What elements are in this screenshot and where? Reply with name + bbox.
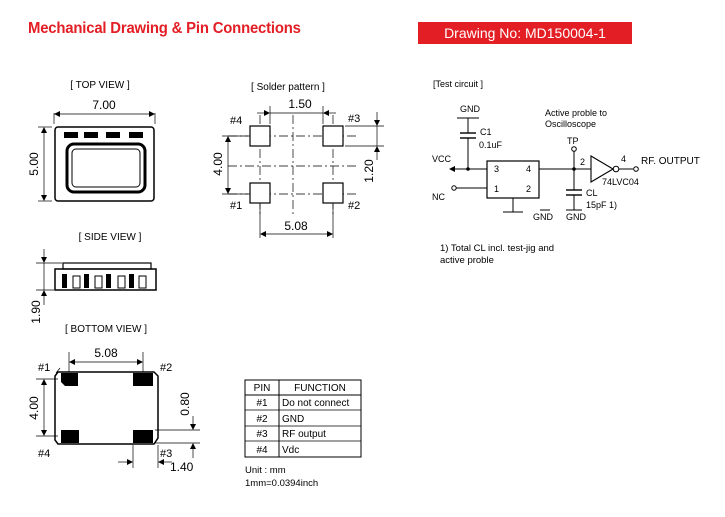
- c1-label: C1: [480, 127, 492, 137]
- ic-pin-3: 3: [494, 164, 499, 174]
- solder-pad-1: [249, 182, 271, 204]
- table-cell-function: Vdc: [282, 445, 299, 456]
- bottom-view-label: [ BOTTOM VIEW ]: [65, 324, 147, 335]
- top-view-window: [65, 142, 147, 194]
- solder-pad-height-dim: 1.20: [362, 159, 376, 183]
- gate-pin-2: 2: [580, 157, 585, 167]
- bottom-pad-dim: 0.80: [178, 392, 192, 416]
- side-view: [ SIDE VIEW ] 1.90: [29, 232, 157, 324]
- bottom-view-package: [54, 371, 159, 445]
- cl-value: 15pF 1): [586, 200, 617, 210]
- top-view-package: [54, 126, 155, 202]
- solder-pad-3: [322, 125, 344, 147]
- ic-pin-2: 2: [526, 184, 531, 194]
- solder-pin-2: #2: [348, 200, 360, 212]
- bottom-height-dim: 4.00: [27, 396, 41, 420]
- pin-function-table: PIN FUNCTION #1 Do not connect #2 GND #3…: [244, 379, 362, 458]
- table-cell-function: RF output: [282, 429, 326, 440]
- table-cell-function: Do not connect: [282, 398, 349, 409]
- bottom-pin-3: #3: [160, 448, 172, 460]
- table-cell-pin: #4: [256, 445, 268, 456]
- top-height-dim: 5.00: [27, 152, 41, 176]
- rf-output-label: RF. OUTPUT: [641, 156, 700, 167]
- vcc-label: VCC: [432, 154, 452, 164]
- bottom-view: [ BOTTOM VIEW ] 5.08 #1 #2 #4 #3 4.00 0.…: [27, 324, 200, 474]
- note-line-2: active proble: [440, 255, 494, 266]
- gnd-ic-label: GND: [533, 212, 554, 222]
- solder-pad-4: [249, 125, 271, 147]
- gate-part-label: 74LVC04: [602, 177, 639, 187]
- solder-width-dim: 5.08: [284, 219, 308, 233]
- table-header-pin: PIN: [254, 383, 271, 394]
- ic-pin-4: 4: [526, 164, 531, 174]
- test-circuit-label: [Test circuit ]: [433, 79, 483, 89]
- gate-pin-4: 4: [621, 154, 626, 164]
- solder-pin-4: #4: [230, 115, 242, 127]
- solder-height-dim: 4.00: [211, 152, 225, 176]
- page-title: Mechanical Drawing & Pin Connections: [28, 20, 301, 37]
- table-header-function: FUNCTION: [294, 383, 346, 394]
- solder-pad-2: [322, 182, 344, 204]
- top-view-pads: [64, 132, 143, 138]
- tp-label: TP: [567, 136, 579, 146]
- test-circuit: [Test circuit ] GND C1 0.1uF VCC NC 3 4 …: [432, 79, 700, 266]
- unit-note: Unit : mm: [245, 465, 286, 476]
- solder-pattern: [ Solder pattern ] #4 #3 #1 #2 1.50 4.00: [211, 82, 384, 238]
- table-cell-function: GND: [282, 414, 304, 425]
- bottom-pin-2: #2: [160, 362, 172, 374]
- unit-conversion: 1mm=0.0394inch: [245, 478, 318, 489]
- side-height-dim: 1.90: [29, 300, 43, 324]
- probe-label-2: Oscilloscope: [545, 119, 596, 129]
- gnd-cl-label: GND: [566, 212, 587, 222]
- c1-value: 0.1uF: [479, 140, 503, 150]
- top-width-dim: 7.00: [92, 98, 116, 112]
- drawing-number-badge: Drawing No: MD150004-1: [418, 22, 632, 44]
- side-view-label: [ SIDE VIEW ]: [79, 232, 142, 243]
- solder-pin-3: #3: [348, 113, 360, 125]
- solder-pitch-dim: 1.50: [288, 97, 312, 111]
- top-view-label: [ TOP VIEW ]: [70, 80, 130, 91]
- bottom-pin-4: #4: [38, 448, 50, 460]
- top-view: [ TOP VIEW ] 7.00 5.00: [27, 80, 156, 202]
- bottom-offset-dim: 1.40: [170, 460, 194, 474]
- bottom-pin-1: #1: [38, 362, 50, 374]
- ic-pin-1: 1: [494, 184, 499, 194]
- bottom-width-dim: 5.08: [94, 346, 118, 360]
- note-line-1: 1) Total CL incl. test-jig and: [440, 243, 554, 254]
- solder-pattern-label: [ Solder pattern ]: [251, 82, 325, 93]
- cl-label: CL: [586, 188, 598, 198]
- table-cell-pin: #2: [256, 414, 268, 425]
- table-cell-pin: #3: [256, 429, 268, 440]
- probe-label-1: Active proble to: [545, 108, 607, 118]
- solder-pin-1: #1: [230, 200, 242, 212]
- inverter-gate: [590, 155, 615, 183]
- gnd-top-label: GND: [460, 104, 481, 114]
- table-cell-pin: #1: [256, 398, 268, 409]
- test-point: [571, 146, 577, 152]
- nc-label: NC: [432, 192, 445, 202]
